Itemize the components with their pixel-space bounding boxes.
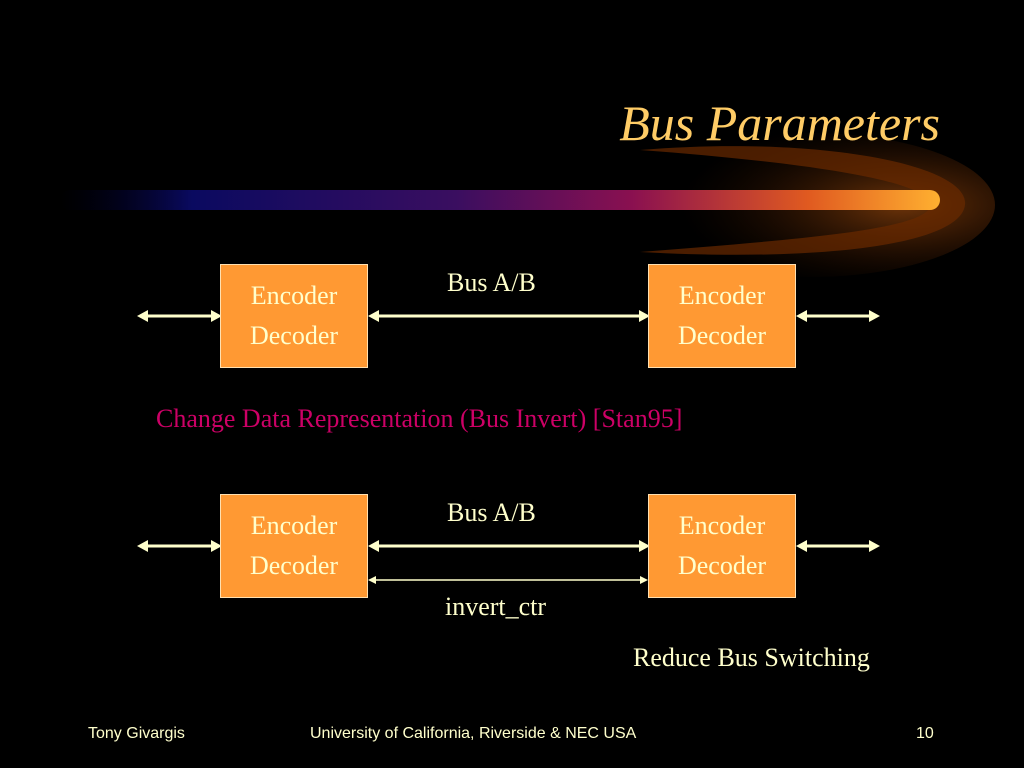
slide-subtitle: Change Data Representation (Bus Invert) …: [156, 404, 683, 433]
d1-bus-label: Bus A/B: [447, 268, 536, 297]
d1-right-io-arrowhead-left: [796, 310, 807, 322]
d1-left-box-line2: Decoder: [249, 321, 339, 350]
d2-bus-arrowhead-left: [368, 540, 379, 552]
d2-right-box-line2: Decoder: [677, 551, 767, 580]
d1-left-io-arrowhead-right: [211, 310, 222, 322]
d2-left-io-arrowhead-right: [211, 540, 222, 552]
d1-bus-arrowhead-right: [639, 310, 650, 322]
d1-right-box-line2: Decoder: [677, 321, 767, 350]
d2-right-io-arrowhead-left: [796, 540, 807, 552]
banner-bar: [60, 190, 940, 210]
footer-author: Tony Givargis: [88, 725, 185, 742]
d2-right-io-arrowhead-right: [869, 540, 880, 552]
d2-left-io-arrowhead-left: [137, 540, 148, 552]
d1-left-box-line1: Encoder: [250, 281, 338, 310]
d2-left-box-line2: Decoder: [249, 551, 339, 580]
d2-bus-arrowhead-right: [639, 540, 650, 552]
diagram1-arrows: [137, 310, 880, 322]
footer-page-number: 10: [916, 725, 934, 742]
d2-bus-label: Bus A/B: [447, 498, 536, 527]
d1-bus-arrowhead-left: [368, 310, 379, 322]
d1-left-io-arrowhead-left: [137, 310, 148, 322]
d2-invert-ctr-arrowhead-left: [368, 576, 376, 584]
footer-institution: University of California, Riverside & NE…: [310, 725, 637, 742]
d1-left-encoder-decoder-box: Encoder Decoder: [220, 264, 368, 368]
diagram2-arrows: [137, 540, 880, 584]
slide-title: Bus Parameters: [619, 95, 940, 151]
d2-right-box-line1: Encoder: [678, 511, 766, 540]
d2-invert-ctr-arrowhead-right: [640, 576, 648, 584]
d1-right-encoder-decoder-box: Encoder Decoder: [648, 264, 796, 368]
banner-arc: [640, 146, 966, 255]
d1-right-box-line1: Encoder: [678, 281, 766, 310]
d1-right-io-arrowhead-right: [869, 310, 880, 322]
d2-left-encoder-decoder-box: Encoder Decoder: [220, 494, 368, 598]
slide-note: Reduce Bus Switching: [633, 643, 870, 672]
d2-right-encoder-decoder-box: Encoder Decoder: [648, 494, 796, 598]
d2-invert-ctr-label: invert_ctr: [445, 592, 547, 621]
d2-left-box-line1: Encoder: [250, 511, 338, 540]
